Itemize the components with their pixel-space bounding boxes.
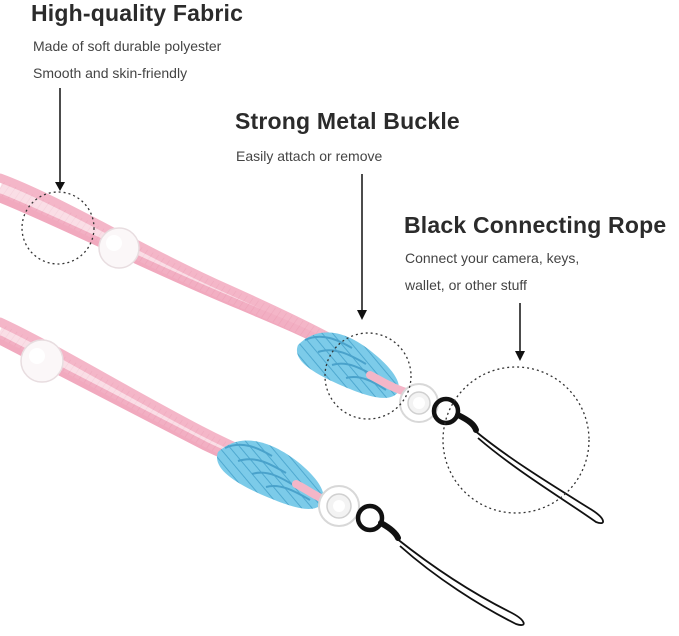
fabric-line-1: Made of soft durable polyester (33, 38, 222, 54)
upper-adjuster-bead (98, 227, 140, 269)
buckle-callout (324, 174, 412, 420)
callout-circle-icon (442, 366, 590, 514)
lower-connecting-rope (355, 503, 525, 626)
lower-adjuster-bead (20, 339, 64, 383)
lower-buckle (318, 485, 360, 527)
fabric-callout (21, 88, 95, 265)
rope-line-2: wallet, or other stuff (405, 277, 527, 293)
upper-buckle (399, 383, 439, 423)
lower-lanyard (0, 317, 525, 626)
rope-heading: Black Connecting Rope (404, 212, 667, 238)
rope-line-1: Connect your camera, keys, (405, 250, 580, 266)
callout-circle-icon (21, 191, 95, 265)
upper-lanyard (0, 173, 604, 524)
upper-knot (296, 332, 410, 398)
lower-knot (217, 440, 334, 509)
fabric-line-2: Smooth and skin-friendly (33, 65, 188, 81)
callout-circle-icon (324, 332, 412, 420)
upper-strap-texture (0, 181, 336, 350)
upper-connecting-rope (431, 396, 604, 524)
buckle-heading: Strong Metal Buckle (235, 108, 460, 134)
rope-callout (442, 303, 590, 514)
fabric-heading: High-quality Fabric (31, 0, 244, 26)
buckle-line-1: Easily attach or remove (236, 148, 383, 164)
